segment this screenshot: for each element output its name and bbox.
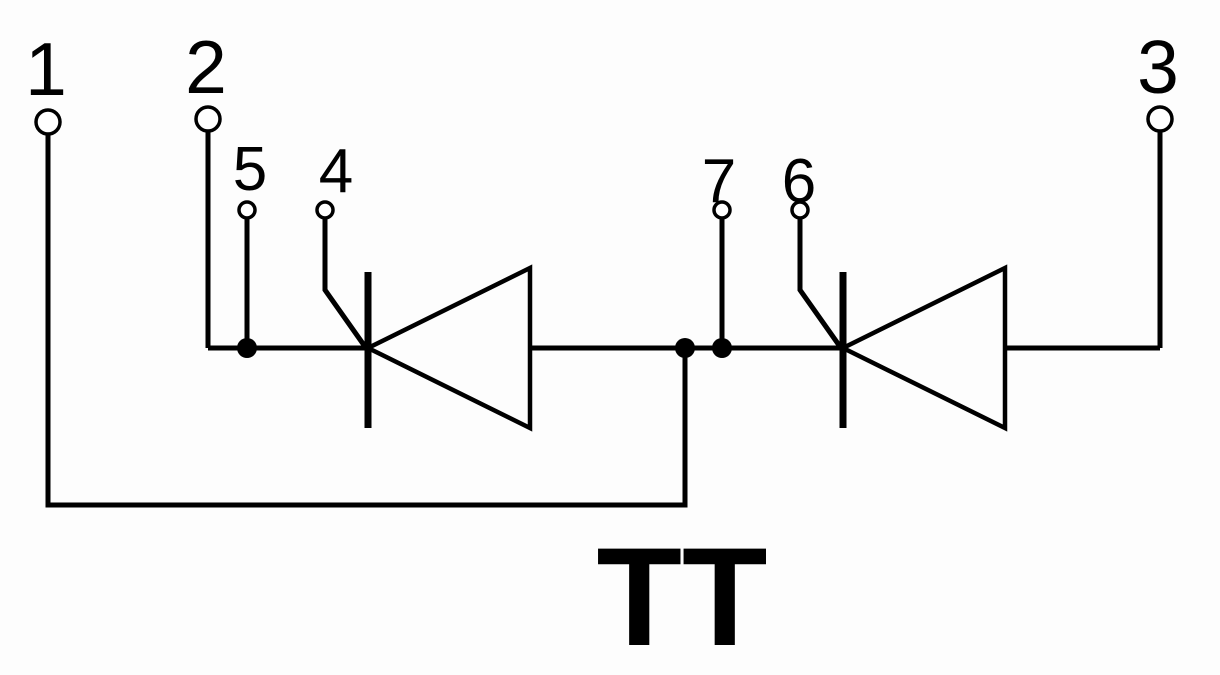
terminal-1-label: 1 <box>25 27 67 111</box>
junction-dot-terminal-5 <box>237 338 257 358</box>
terminal-circles <box>34 105 1174 220</box>
thyristor-2 <box>837 264 1008 432</box>
terminal-4-circle <box>315 200 335 220</box>
wire-terminal-6-gate <box>797 218 844 350</box>
labels: 1 2 3 5 4 7 6 TT <box>25 25 1179 675</box>
wires <box>45 131 1163 508</box>
junction-dot-center <box>675 338 695 358</box>
schematic-title: TT <box>596 518 767 675</box>
wire-terminal-4-gate <box>322 218 369 350</box>
terminal-2-circle <box>194 105 222 133</box>
terminal-2-label: 2 <box>185 25 227 109</box>
terminal-6-label: 6 <box>782 147 816 216</box>
thyristor-1-triangle <box>362 264 533 432</box>
junction-dot-terminal-7 <box>712 338 732 358</box>
terminal-7-circle <box>712 200 732 220</box>
thyristor-1 <box>362 264 533 432</box>
junctions <box>237 338 732 358</box>
wire-terminal-1-return <box>45 134 688 508</box>
terminal-6-circle <box>790 200 810 220</box>
terminal-7-label: 7 <box>702 147 736 216</box>
terminal-1-circle <box>34 108 62 136</box>
terminal-5-circle <box>237 200 257 220</box>
terminal-5-label: 5 <box>233 135 267 204</box>
terminal-4-label: 4 <box>319 137 353 206</box>
thyristor-2-triangle <box>837 264 1008 432</box>
terminal-3-label: 3 <box>1137 25 1179 109</box>
terminal-3-circle <box>1146 105 1174 133</box>
